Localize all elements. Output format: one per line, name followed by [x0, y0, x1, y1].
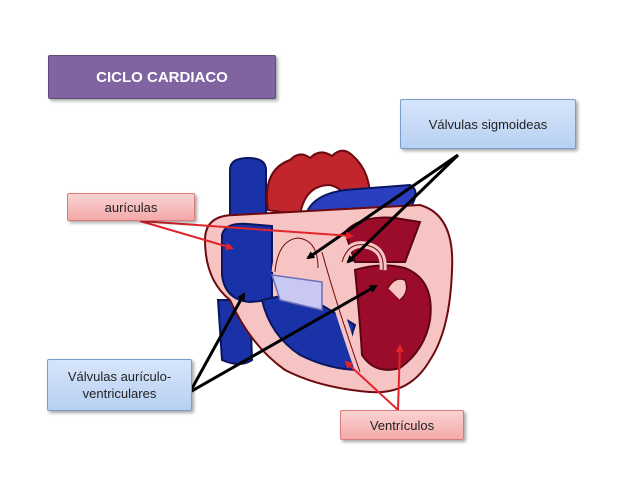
arrow-av-1	[188, 292, 246, 393]
arrow-sigmoid-2	[346, 153, 460, 264]
arrow-atria-1	[139, 220, 234, 251]
title-box: CICLO CARDIACO	[48, 55, 276, 99]
superior-vena-cava	[229, 156, 267, 231]
label-semilunar-valves-text: Válvulas sigmoideas	[428, 116, 548, 132]
label-av-valves: Válvulas aurículo- ventriculares	[47, 359, 192, 411]
aorta	[266, 149, 372, 217]
label-atria: aurículas	[67, 193, 195, 221]
label-atria-text: aurículas	[104, 199, 158, 215]
label-av-valves-line2: ventriculares	[82, 386, 157, 401]
arrow-ventricles-1	[344, 360, 399, 411]
aortic-valve	[387, 278, 408, 301]
right-atrium	[221, 222, 273, 304]
arrow-av-2	[189, 284, 378, 394]
arrow-sigmoid-1	[306, 153, 459, 260]
arrow-ventricles-2	[395, 344, 404, 411]
page-title: CICLO CARDIACO	[96, 68, 228, 86]
label-ventricles-text: Ventrículos	[369, 417, 435, 433]
label-av-valves-line1: Válvulas aurículo-	[67, 369, 172, 384]
arrow-atria-2	[139, 220, 354, 240]
label-ventricles: Ventrículos	[340, 410, 464, 440]
label-semilunar-valves: Válvulas sigmoideas	[400, 99, 576, 149]
